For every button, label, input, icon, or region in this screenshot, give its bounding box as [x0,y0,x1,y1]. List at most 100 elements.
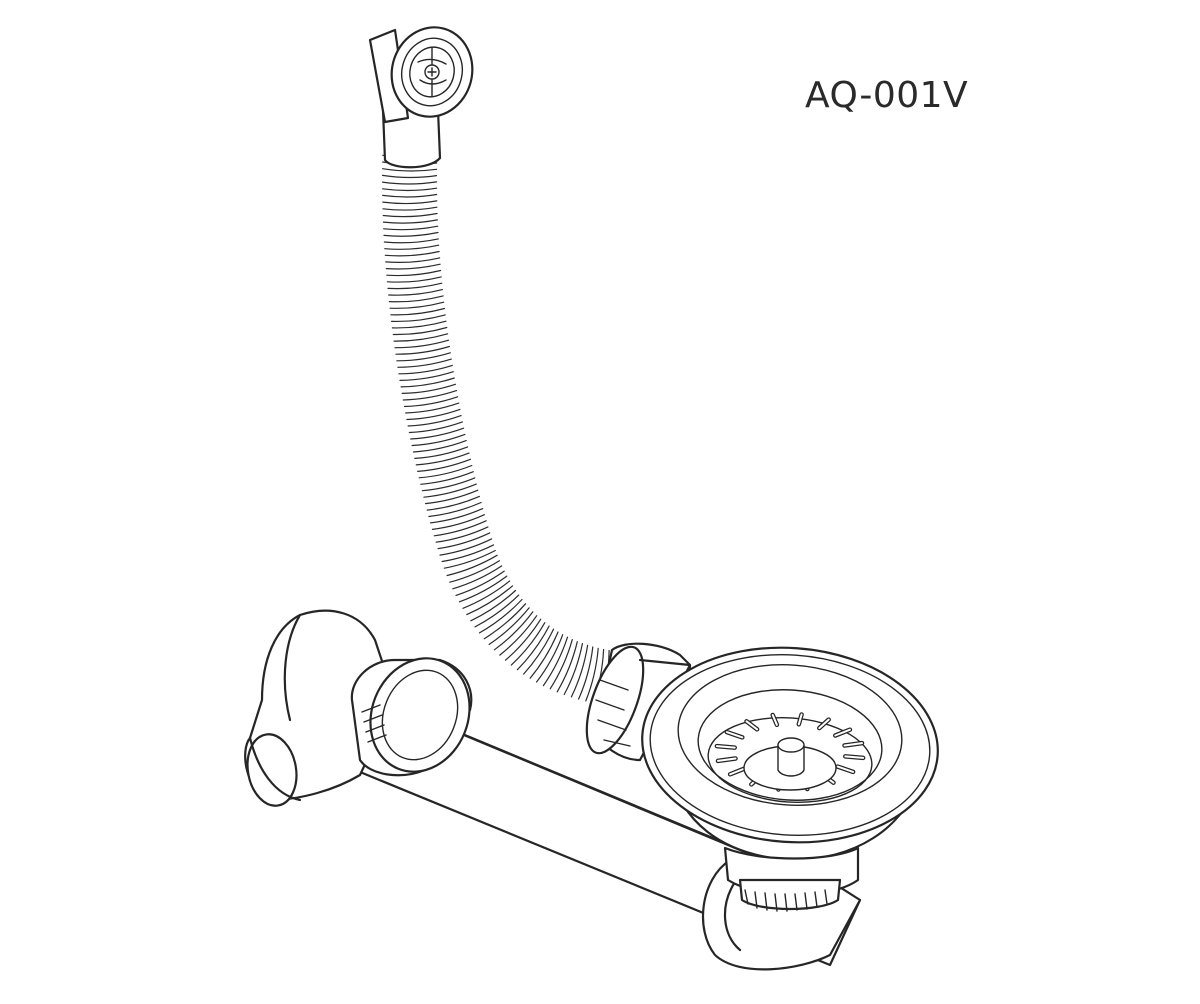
hose-rib [408,421,463,434]
hose-rib [389,301,445,309]
hose-rib [488,607,530,645]
hose-rib [470,589,517,622]
basket-slot-highlight [745,720,759,731]
basket-slot-highlight [715,745,736,749]
hose-rib [570,644,589,698]
hose-rib [421,477,476,492]
hose-rib [388,295,444,303]
left-elbow [244,609,397,807]
basket-slot-highlight [771,714,778,726]
basket-slot-highlight [843,742,863,747]
hose-rib [383,238,439,244]
hose-rib [405,402,460,414]
hose-rib [542,636,569,687]
hose-rib [536,634,564,683]
hose-rib [406,408,461,421]
hose-rib [382,206,438,211]
hose-rib [403,396,459,408]
hose-rib [420,471,474,485]
basket-slot-highlight [836,765,855,773]
basket-slot-highlight [725,731,744,739]
hose-rib [407,415,462,427]
basket-slot-highlight [797,713,803,726]
corrugated-hose [381,148,642,709]
hose-rib [529,631,559,679]
hose-rib [578,646,594,700]
hose-rib [499,615,538,656]
hose-rib [556,641,578,693]
hose-rib [388,289,443,296]
hose-rib [383,225,439,231]
hose-rib [386,269,442,277]
hose-rib [384,244,440,250]
hose-rib [393,333,449,342]
basket-slot-highlight [717,757,737,762]
hose-rib [398,364,453,375]
hose-rib [462,580,511,609]
hose-rib [412,440,467,453]
hose-rib [392,326,448,336]
hose-rib [415,452,470,466]
hose-rib [402,390,458,401]
hose-rib [394,339,450,349]
hose-rib [383,231,439,237]
hose-rib [474,594,520,628]
hose-rib [395,345,450,355]
overflow-head [368,26,474,169]
hose-rib [563,643,583,696]
hose-rib [396,352,451,362]
strainer-body [723,846,860,912]
hose-rib [493,611,534,651]
hose-rib [382,193,438,198]
pipe-coupling-nut [350,657,473,777]
hose-rib [400,377,455,388]
hose-rib [446,554,498,577]
hose-rib [417,458,471,472]
hose-rib [382,168,438,172]
hose-rib [381,174,438,179]
hose-rib [390,307,446,316]
hose-rib [382,200,438,205]
hose-rib [391,320,447,329]
hose-rib [458,575,508,603]
hose-rib [441,544,495,563]
hose-rib [401,383,456,394]
hose-rib [435,526,489,543]
hose-rib [449,560,500,583]
model-code-label: AQ-001V [805,75,969,116]
hose-rib [549,639,573,690]
hose-rib [431,514,485,530]
hose-rib [418,464,473,479]
hose-rib [510,622,546,666]
hose-rib [382,219,438,224]
hose-rib [585,647,599,702]
hose-rib [433,520,487,537]
hose-rib [428,501,482,518]
hose-rib [384,250,440,257]
hose-rib [504,618,542,661]
hose-rib [516,625,550,671]
hose-rib [426,495,480,511]
hose-rib [411,433,466,447]
hose-rib [424,489,479,505]
basket-slot-highlight [729,767,746,776]
hose-rib [391,314,446,323]
hose-rib [455,570,505,596]
hose-rib [443,549,496,569]
hose-rib [523,628,555,675]
hose-rib [385,257,441,263]
hose-rib [430,508,484,524]
hose-rib [381,181,438,185]
hose-rib [386,276,442,283]
basket-slot-highlight [844,755,865,759]
hose-rib [382,212,438,218]
hose-rib [466,585,514,616]
hose-rib [452,565,503,590]
hose-rib [399,371,454,381]
hose-rib [437,532,491,550]
hose-rib [387,282,443,290]
hose-rib [478,598,523,634]
hose-rib [414,446,469,459]
